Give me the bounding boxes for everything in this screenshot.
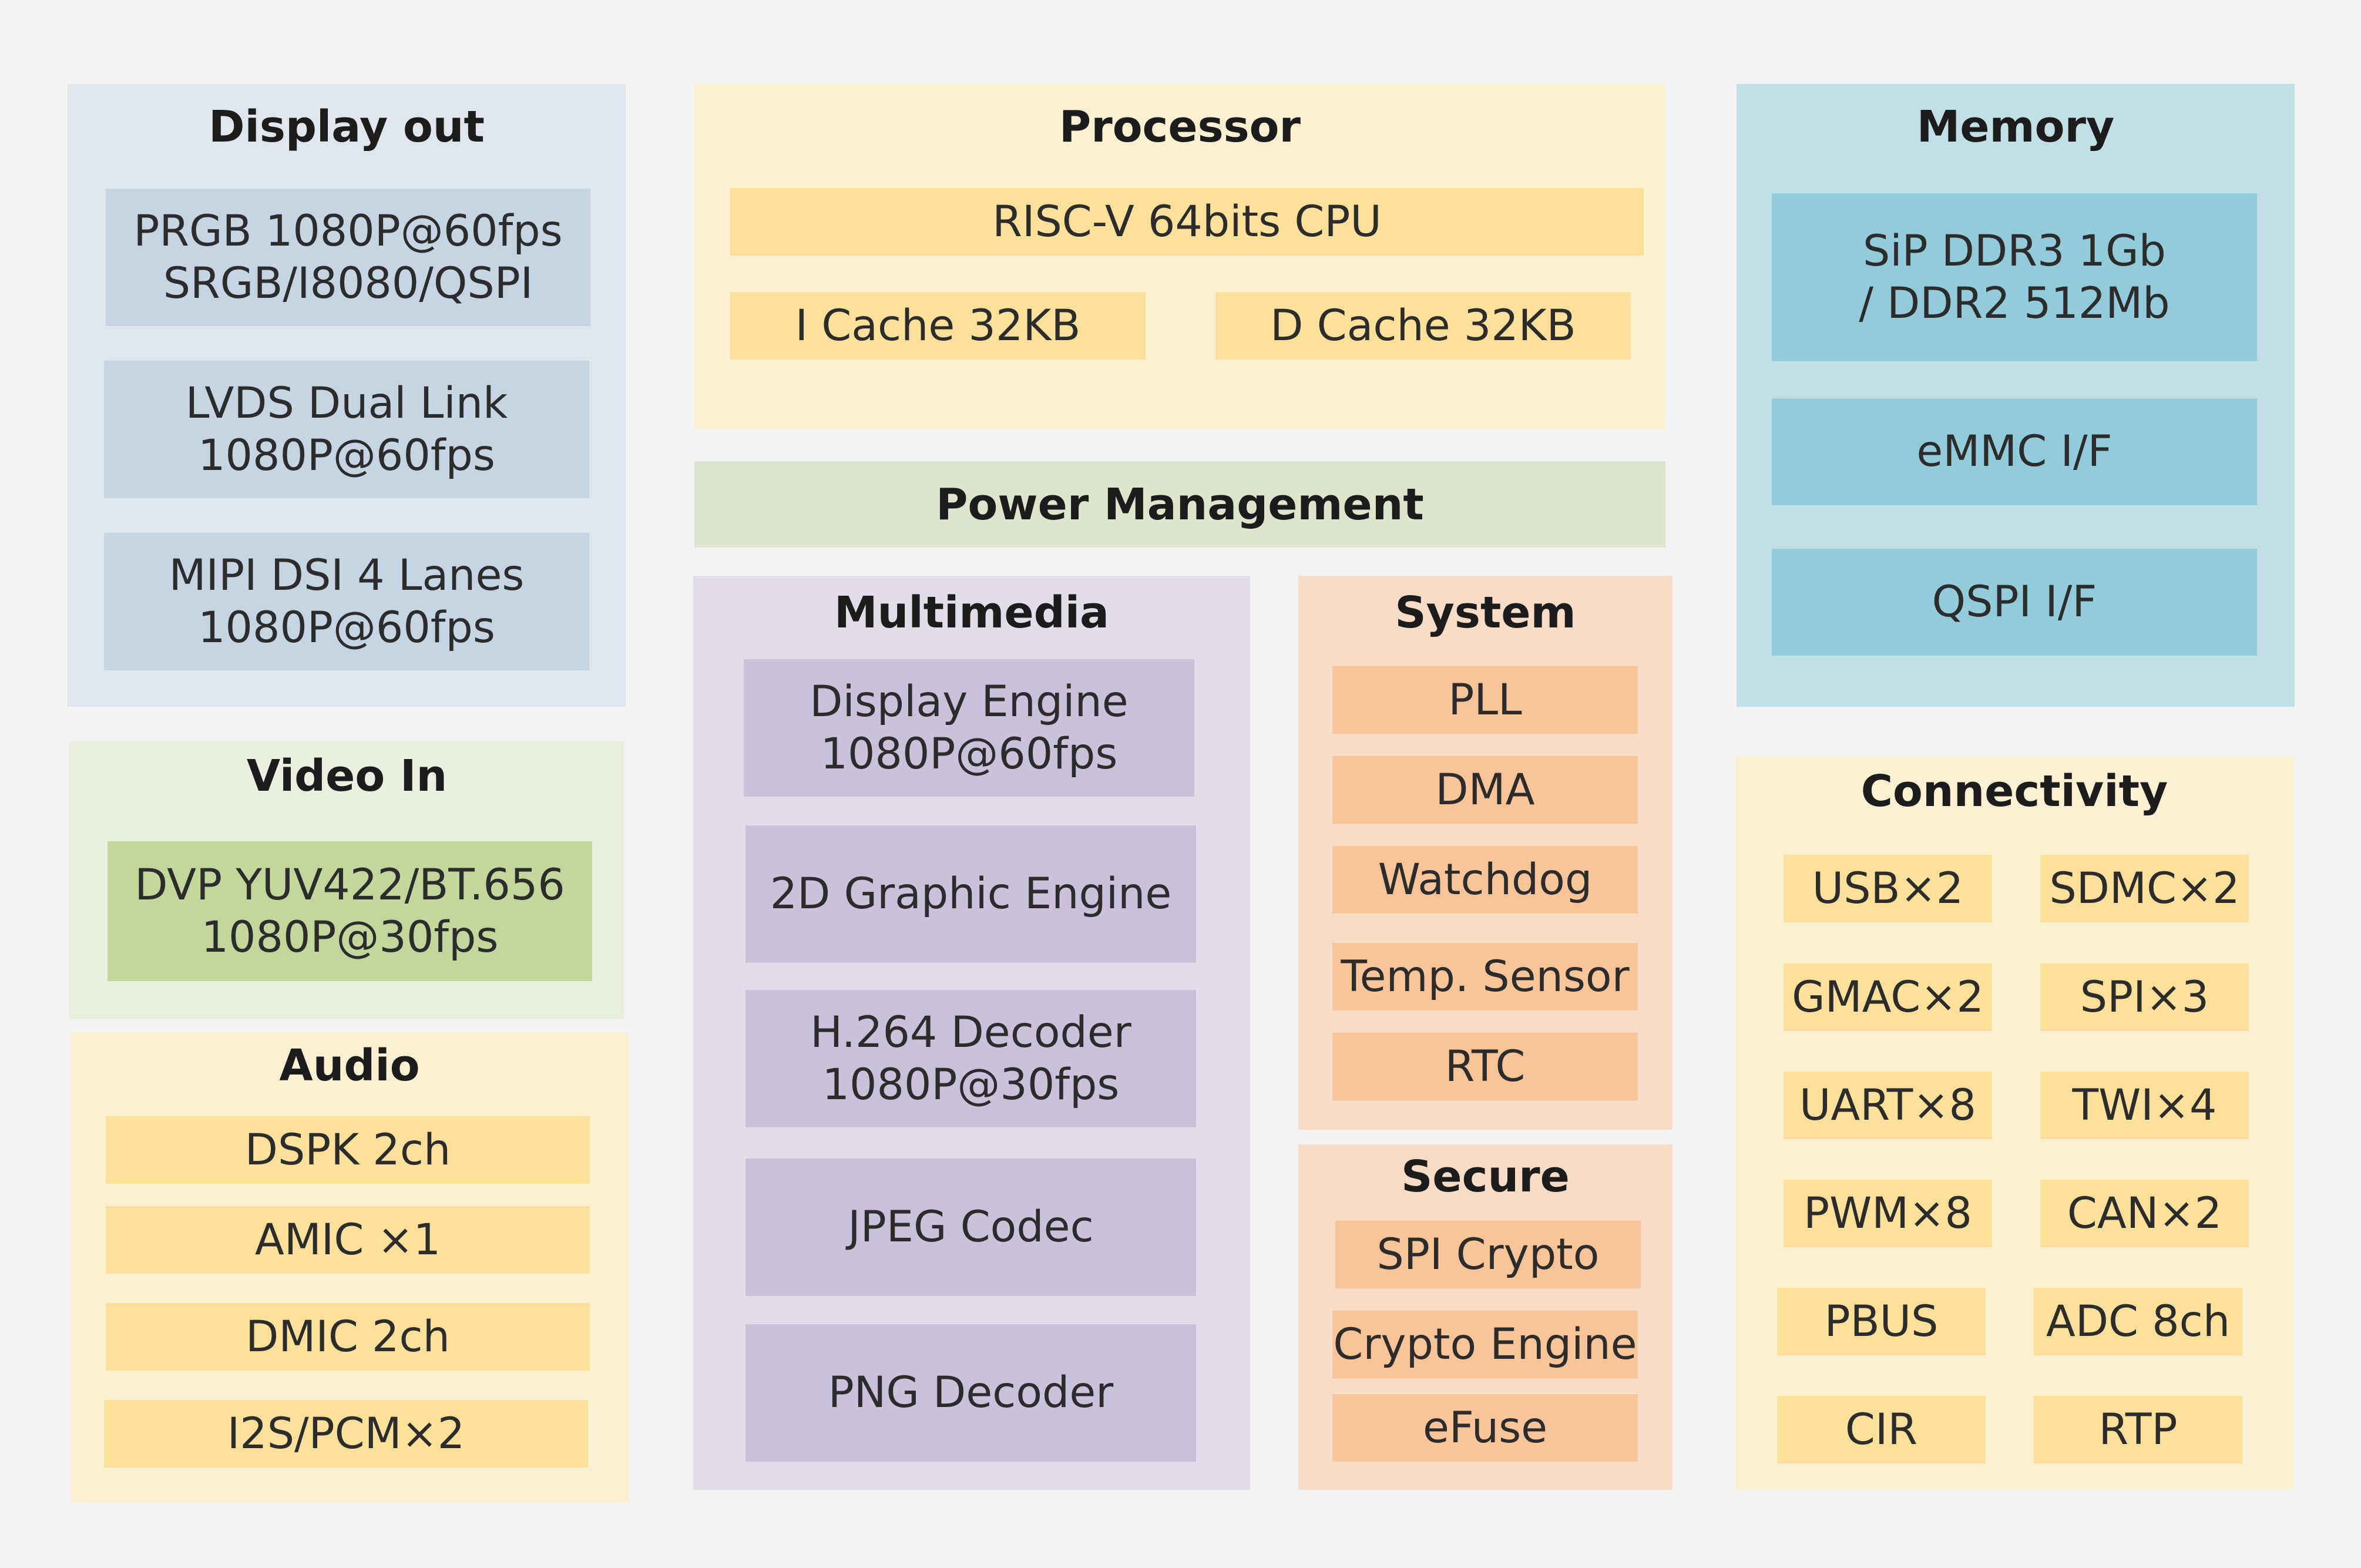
memory-block-ddr: SiP DDR3 1Gb / DDR2 512Mb (1772, 193, 2257, 361)
connectivity-title: Connectivity (1860, 766, 2168, 817)
video-in-panel: Video In DVP YUV422/BT.656 1080P@30fps (69, 741, 624, 1019)
display-out-block-lvds: LVDS Dual Link 1080P@60fps (104, 361, 589, 498)
multimedia-block-jpeg: JPEG Codec (745, 1159, 1196, 1296)
system-block-dma: DMA (1332, 756, 1638, 824)
secure-block-spi-crypto: SPI Crypto (1335, 1221, 1641, 1288)
system-block-watchdog: Watchdog (1332, 846, 1638, 914)
multimedia-block-2d-graphic: 2D Graphic Engine (745, 825, 1196, 963)
processor-title: Processor (1059, 102, 1301, 152)
display-out-title: Display out (209, 102, 485, 152)
memory-panel: Memory SiP DDR3 1Gb / DDR2 512Mb eMMC I/… (1737, 84, 2295, 707)
memory-block-emmc: eMMC I/F (1772, 398, 2257, 505)
power-management-title: Power Management (936, 479, 1424, 530)
secure-title: Secure (1401, 1151, 1570, 1202)
cpu-block: RISC-V 64bits CPU (730, 188, 1644, 256)
display-out-block-prgb: PRGB 1080P@60fps SRGB/I8080/QSPI (106, 189, 590, 326)
video-in-block-dvp: DVP YUV422/BT.656 1080P@30fps (108, 841, 592, 981)
audio-block-dmic: DMIC 2ch (106, 1303, 590, 1371)
conn-block-adc: ADC 8ch (2034, 1288, 2242, 1355)
conn-block-sdmc: SDMC×2 (2040, 855, 2249, 922)
conn-block-pbus: PBUS (1777, 1288, 1986, 1355)
video-in-title: Video In (246, 751, 448, 801)
system-panel: System PLL DMA Watchdog Temp. Sensor RTC (1298, 576, 1672, 1130)
dcache-block: D Cache 32KB (1215, 292, 1631, 360)
multimedia-block-h264: H.264 Decoder 1080P@30fps (745, 990, 1196, 1127)
icache-block: I Cache 32KB (730, 292, 1146, 360)
audio-panel: Audio DSPK 2ch AMIC ×1 DMIC 2ch I2S/PCM×… (70, 1032, 629, 1502)
audio-title: Audio (279, 1040, 420, 1091)
system-block-rtc: RTC (1332, 1033, 1638, 1100)
conn-block-can: CAN×2 (2040, 1180, 2249, 1247)
conn-block-twi: TWI×4 (2040, 1072, 2249, 1139)
conn-block-pwm: PWM×8 (1784, 1180, 1992, 1247)
memory-block-qspi: QSPI I/F (1772, 549, 2257, 656)
secure-block-efuse: eFuse (1332, 1394, 1638, 1462)
multimedia-block-display-engine: Display Engine 1080P@60fps (744, 659, 1194, 797)
multimedia-block-png: PNG Decoder (745, 1324, 1196, 1462)
processor-panel: Processor RISC-V 64bits CPU I Cache 32KB… (694, 84, 1665, 429)
conn-block-rtp: RTP (2034, 1396, 2242, 1463)
conn-block-spi: SPI×3 (2040, 963, 2249, 1031)
conn-block-gmac: GMAC×2 (1784, 963, 1992, 1031)
display-out-panel: Display out PRGB 1080P@60fps SRGB/I8080/… (68, 84, 626, 707)
audio-block-amic: AMIC ×1 (106, 1206, 590, 1274)
secure-panel: Secure SPI Crypto Crypto Engine eFuse (1298, 1144, 1672, 1490)
memory-title: Memory (1916, 102, 2115, 152)
multimedia-title: Multimedia (834, 587, 1109, 638)
conn-block-uart: UART×8 (1784, 1072, 1992, 1139)
conn-block-usb: USB×2 (1784, 855, 1992, 922)
display-out-block-mipi: MIPI DSI 4 Lanes 1080P@60fps (104, 533, 589, 670)
audio-block-dspk: DSPK 2ch (106, 1116, 590, 1184)
system-block-temp-sensor: Temp. Sensor (1332, 943, 1638, 1010)
system-title: System (1395, 587, 1576, 638)
audio-block-i2s: I2S/PCM×2 (104, 1400, 588, 1468)
secure-block-crypto-engine: Crypto Engine (1332, 1311, 1638, 1378)
conn-block-cir: CIR (1777, 1396, 1986, 1463)
connectivity-panel: Connectivity USB×2 SDMC×2 GMAC×2 SPI×3 U… (1735, 757, 2293, 1490)
power-management-bar: Power Management (694, 461, 1665, 548)
multimedia-panel: Multimedia Display Engine 1080P@60fps 2D… (693, 576, 1250, 1490)
system-block-pll: PLL (1332, 666, 1638, 734)
